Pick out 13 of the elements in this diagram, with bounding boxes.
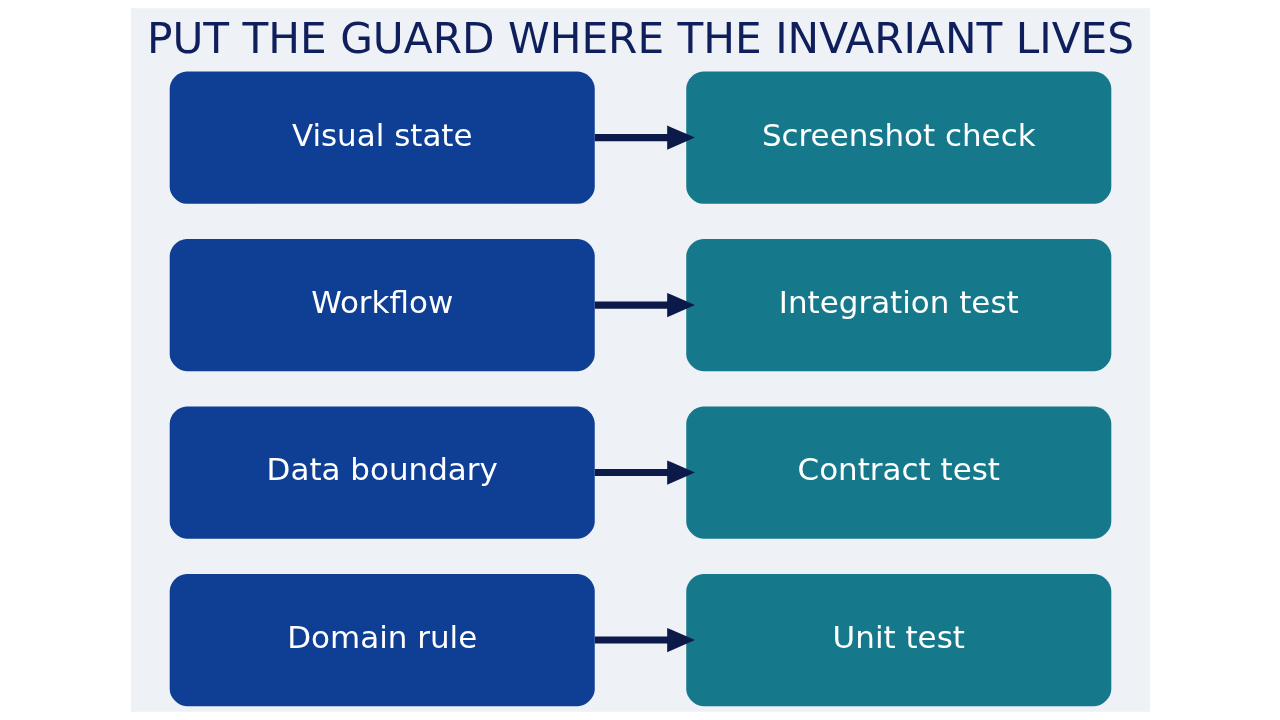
arrow [594, 460, 695, 485]
arrow [594, 125, 695, 150]
node-box: Unit test [685, 573, 1111, 707]
arrow [594, 627, 695, 653]
node-box: Contract test [685, 406, 1111, 539]
node-box: Data boundary [169, 406, 595, 539]
node-box: Domain rule [169, 573, 595, 707]
node-box: Visual state [169, 71, 595, 204]
node-box: Integration test [685, 238, 1111, 372]
diagram-title: PUT THE GUARD WHERE THE INVARIANT LIVES [146, 14, 1134, 64]
node-box: Screenshot check [685, 71, 1111, 204]
arrow [594, 292, 695, 318]
node-box: Workflow [169, 238, 595, 372]
